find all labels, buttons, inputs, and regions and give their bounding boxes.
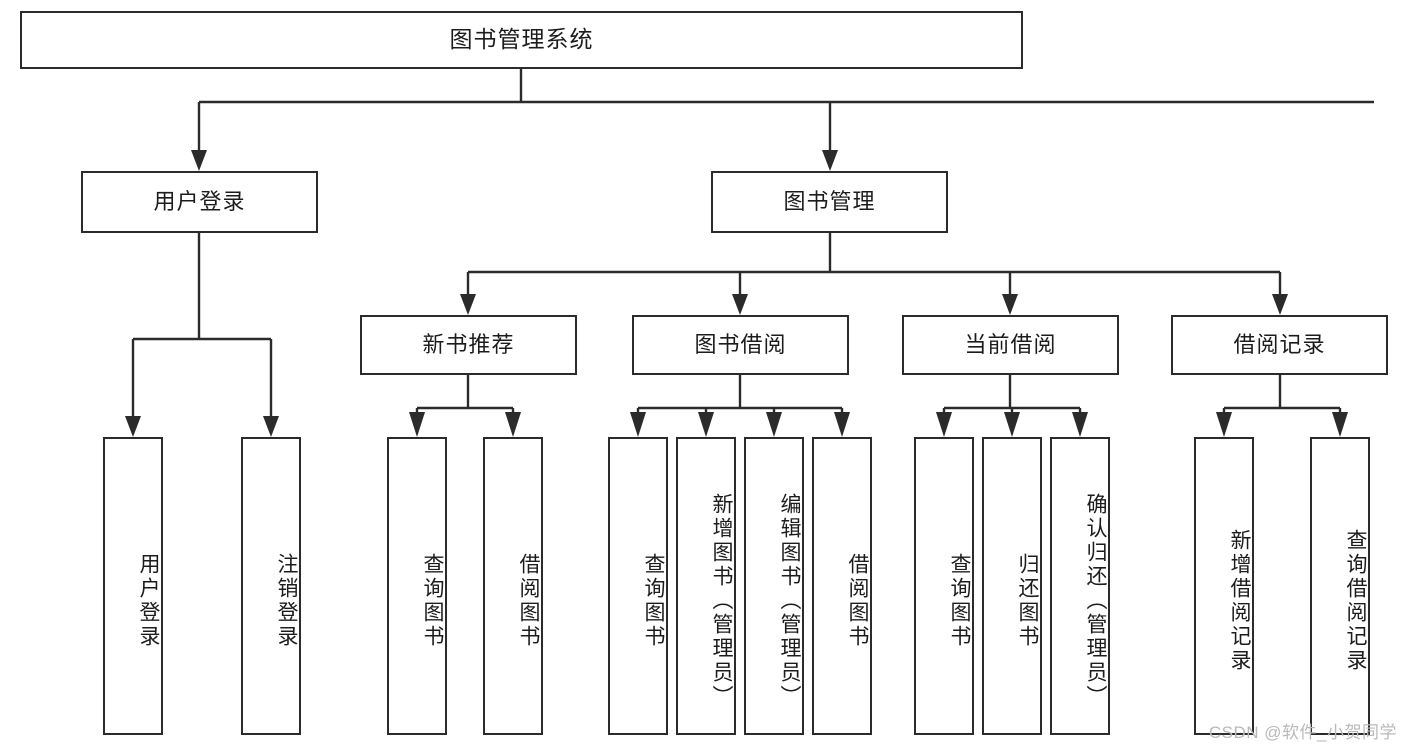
- node-new-book-recommend[interactable]: 新书推荐: [360, 315, 577, 375]
- leaf-query-books-current[interactable]: 查询图书: [914, 437, 974, 735]
- leaf-confirm-return-admin[interactable]: 确认归还（管理员）: [1050, 437, 1110, 735]
- leaf-label: 借阅图书: [846, 553, 869, 649]
- arrowhead-book-manage: [822, 150, 838, 171]
- arrowhead-leaf-5: [630, 412, 646, 437]
- node-book-borrow[interactable]: 图书借阅: [632, 315, 849, 375]
- node-current-borrow[interactable]: 当前借阅: [902, 315, 1119, 375]
- node-book-management[interactable]: 图书管理: [711, 171, 948, 233]
- node-user-login[interactable]: 用户登录: [81, 171, 318, 233]
- watermark: CSDN @软件_小贺同学: [1208, 723, 1397, 742]
- arrowhead-user-login: [191, 150, 207, 171]
- arrowhead-records: [1272, 294, 1288, 315]
- leaf-query-books-newbook[interactable]: 查询图书: [387, 437, 447, 735]
- leaf-borrow-books[interactable]: 借阅图书: [812, 437, 872, 735]
- arrowhead-newbook: [460, 294, 476, 315]
- leaf-label: 查询图书: [421, 553, 444, 649]
- leaf-label: 查询借阅记录: [1344, 529, 1367, 673]
- arrowhead-leaf-8: [834, 412, 850, 437]
- arrowhead-borrow: [732, 294, 748, 315]
- leaf-label: 查询图书: [948, 553, 971, 649]
- node-root[interactable]: 图书管理系统: [20, 11, 1023, 69]
- arrowhead-leaf-4: [505, 412, 521, 437]
- arrowhead-leaf-6: [698, 412, 714, 437]
- arrowhead-leaf-11: [1072, 412, 1088, 437]
- arrowhead-leaf-7: [766, 412, 782, 437]
- leaf-add-book-admin[interactable]: 新增图书（管理员）: [676, 437, 736, 735]
- leaf-label: 用户登录: [137, 553, 160, 649]
- leaf-label: 查询图书: [642, 553, 665, 649]
- leaf-label: 新增借阅记录: [1228, 529, 1251, 673]
- arrowhead-leaf-2: [263, 416, 279, 437]
- leaf-return-books[interactable]: 归还图书: [982, 437, 1042, 735]
- leaf-label: 借阅图书: [517, 553, 540, 649]
- arrowhead-leaf-13: [1332, 412, 1348, 437]
- leaf-edit-book-admin[interactable]: 编辑图书（管理员）: [744, 437, 804, 735]
- leaf-user-login[interactable]: 用户登录: [103, 437, 163, 735]
- leaf-label: 归还图书: [1016, 553, 1039, 649]
- leaf-label: 编辑图书（管理员）: [778, 493, 801, 709]
- leaf-logout[interactable]: 注销登录: [241, 437, 301, 735]
- leaf-label: 确认归还（管理员）: [1084, 493, 1107, 709]
- leaf-add-borrow-record[interactable]: 新增借阅记录: [1194, 437, 1254, 735]
- arrowhead-leaf-1: [125, 416, 141, 437]
- leaf-borrow-books-newbook[interactable]: 借阅图书: [483, 437, 543, 735]
- arrowhead-leaf-12: [1216, 412, 1232, 437]
- leaf-query-borrow-record[interactable]: 查询借阅记录: [1310, 437, 1370, 735]
- leaf-label: 新增图书（管理员）: [710, 493, 733, 709]
- arrowhead-leaf-10: [1004, 412, 1020, 437]
- arrowhead-leaf-9: [936, 412, 952, 437]
- leaf-label: 注销登录: [275, 553, 298, 649]
- arrowhead-current: [1002, 294, 1018, 315]
- node-borrow-records[interactable]: 借阅记录: [1171, 315, 1388, 375]
- arrowhead-leaf-3: [409, 412, 425, 437]
- leaf-query-books-borrow[interactable]: 查询图书: [608, 437, 668, 735]
